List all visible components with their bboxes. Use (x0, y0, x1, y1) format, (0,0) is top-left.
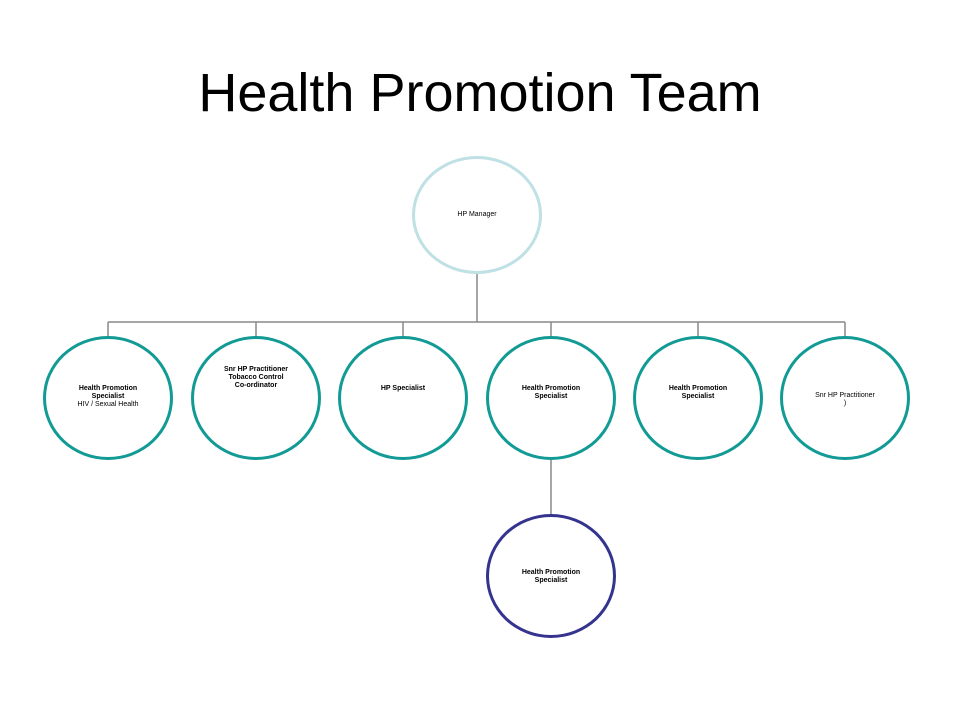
node-health-promotion-specialist-sub[interactable]: Health Promotion Specialist (486, 514, 616, 638)
node-label-line: Specialist (534, 393, 568, 400)
node-label-line: Snr HP Practitioner (815, 392, 875, 399)
node-label-line: Health Promotion (521, 569, 581, 576)
node-hp-manager-label: HP Manager (457, 211, 497, 218)
node-label-line: ) (843, 400, 847, 407)
node-hp-specialist[interactable]: HP Specialist (338, 336, 468, 460)
node-label-line: Health Promotion (668, 385, 728, 392)
node-label-line: Co-ordinator (234, 382, 278, 389)
node-label-line: Specialist (91, 393, 125, 400)
node-label-line: Tobacco Control (228, 374, 284, 381)
node-hp-manager[interactable]: HP Manager (412, 156, 542, 274)
node-label-line: Specialist (681, 393, 715, 400)
node-label-line: Health Promotion (78, 385, 138, 392)
node-health-promotion-specialist-hiv[interactable]: Health Promotion Specialist HIV / Sexual… (43, 336, 173, 460)
node-snr-hp-practitioner-tobacco[interactable]: Snr HP Practitioner Tobacco Control Co-o… (191, 336, 321, 460)
node-label-line: Snr HP Practitioner (223, 366, 289, 373)
node-label-line: Health Promotion (521, 385, 581, 392)
node-health-promotion-specialist-4[interactable]: Health Promotion Specialist (486, 336, 616, 460)
slide-title: Health Promotion Team (198, 63, 762, 123)
node-snr-hp-practitioner[interactable]: Snr HP Practitioner ) (780, 336, 910, 460)
node-label-line: Specialist (534, 577, 568, 584)
node-health-promotion-specialist-5[interactable]: Health Promotion Specialist (633, 336, 763, 460)
node-label-line: HIV / Sexual Health (77, 401, 139, 408)
node-label-line: HP Specialist (380, 385, 426, 392)
